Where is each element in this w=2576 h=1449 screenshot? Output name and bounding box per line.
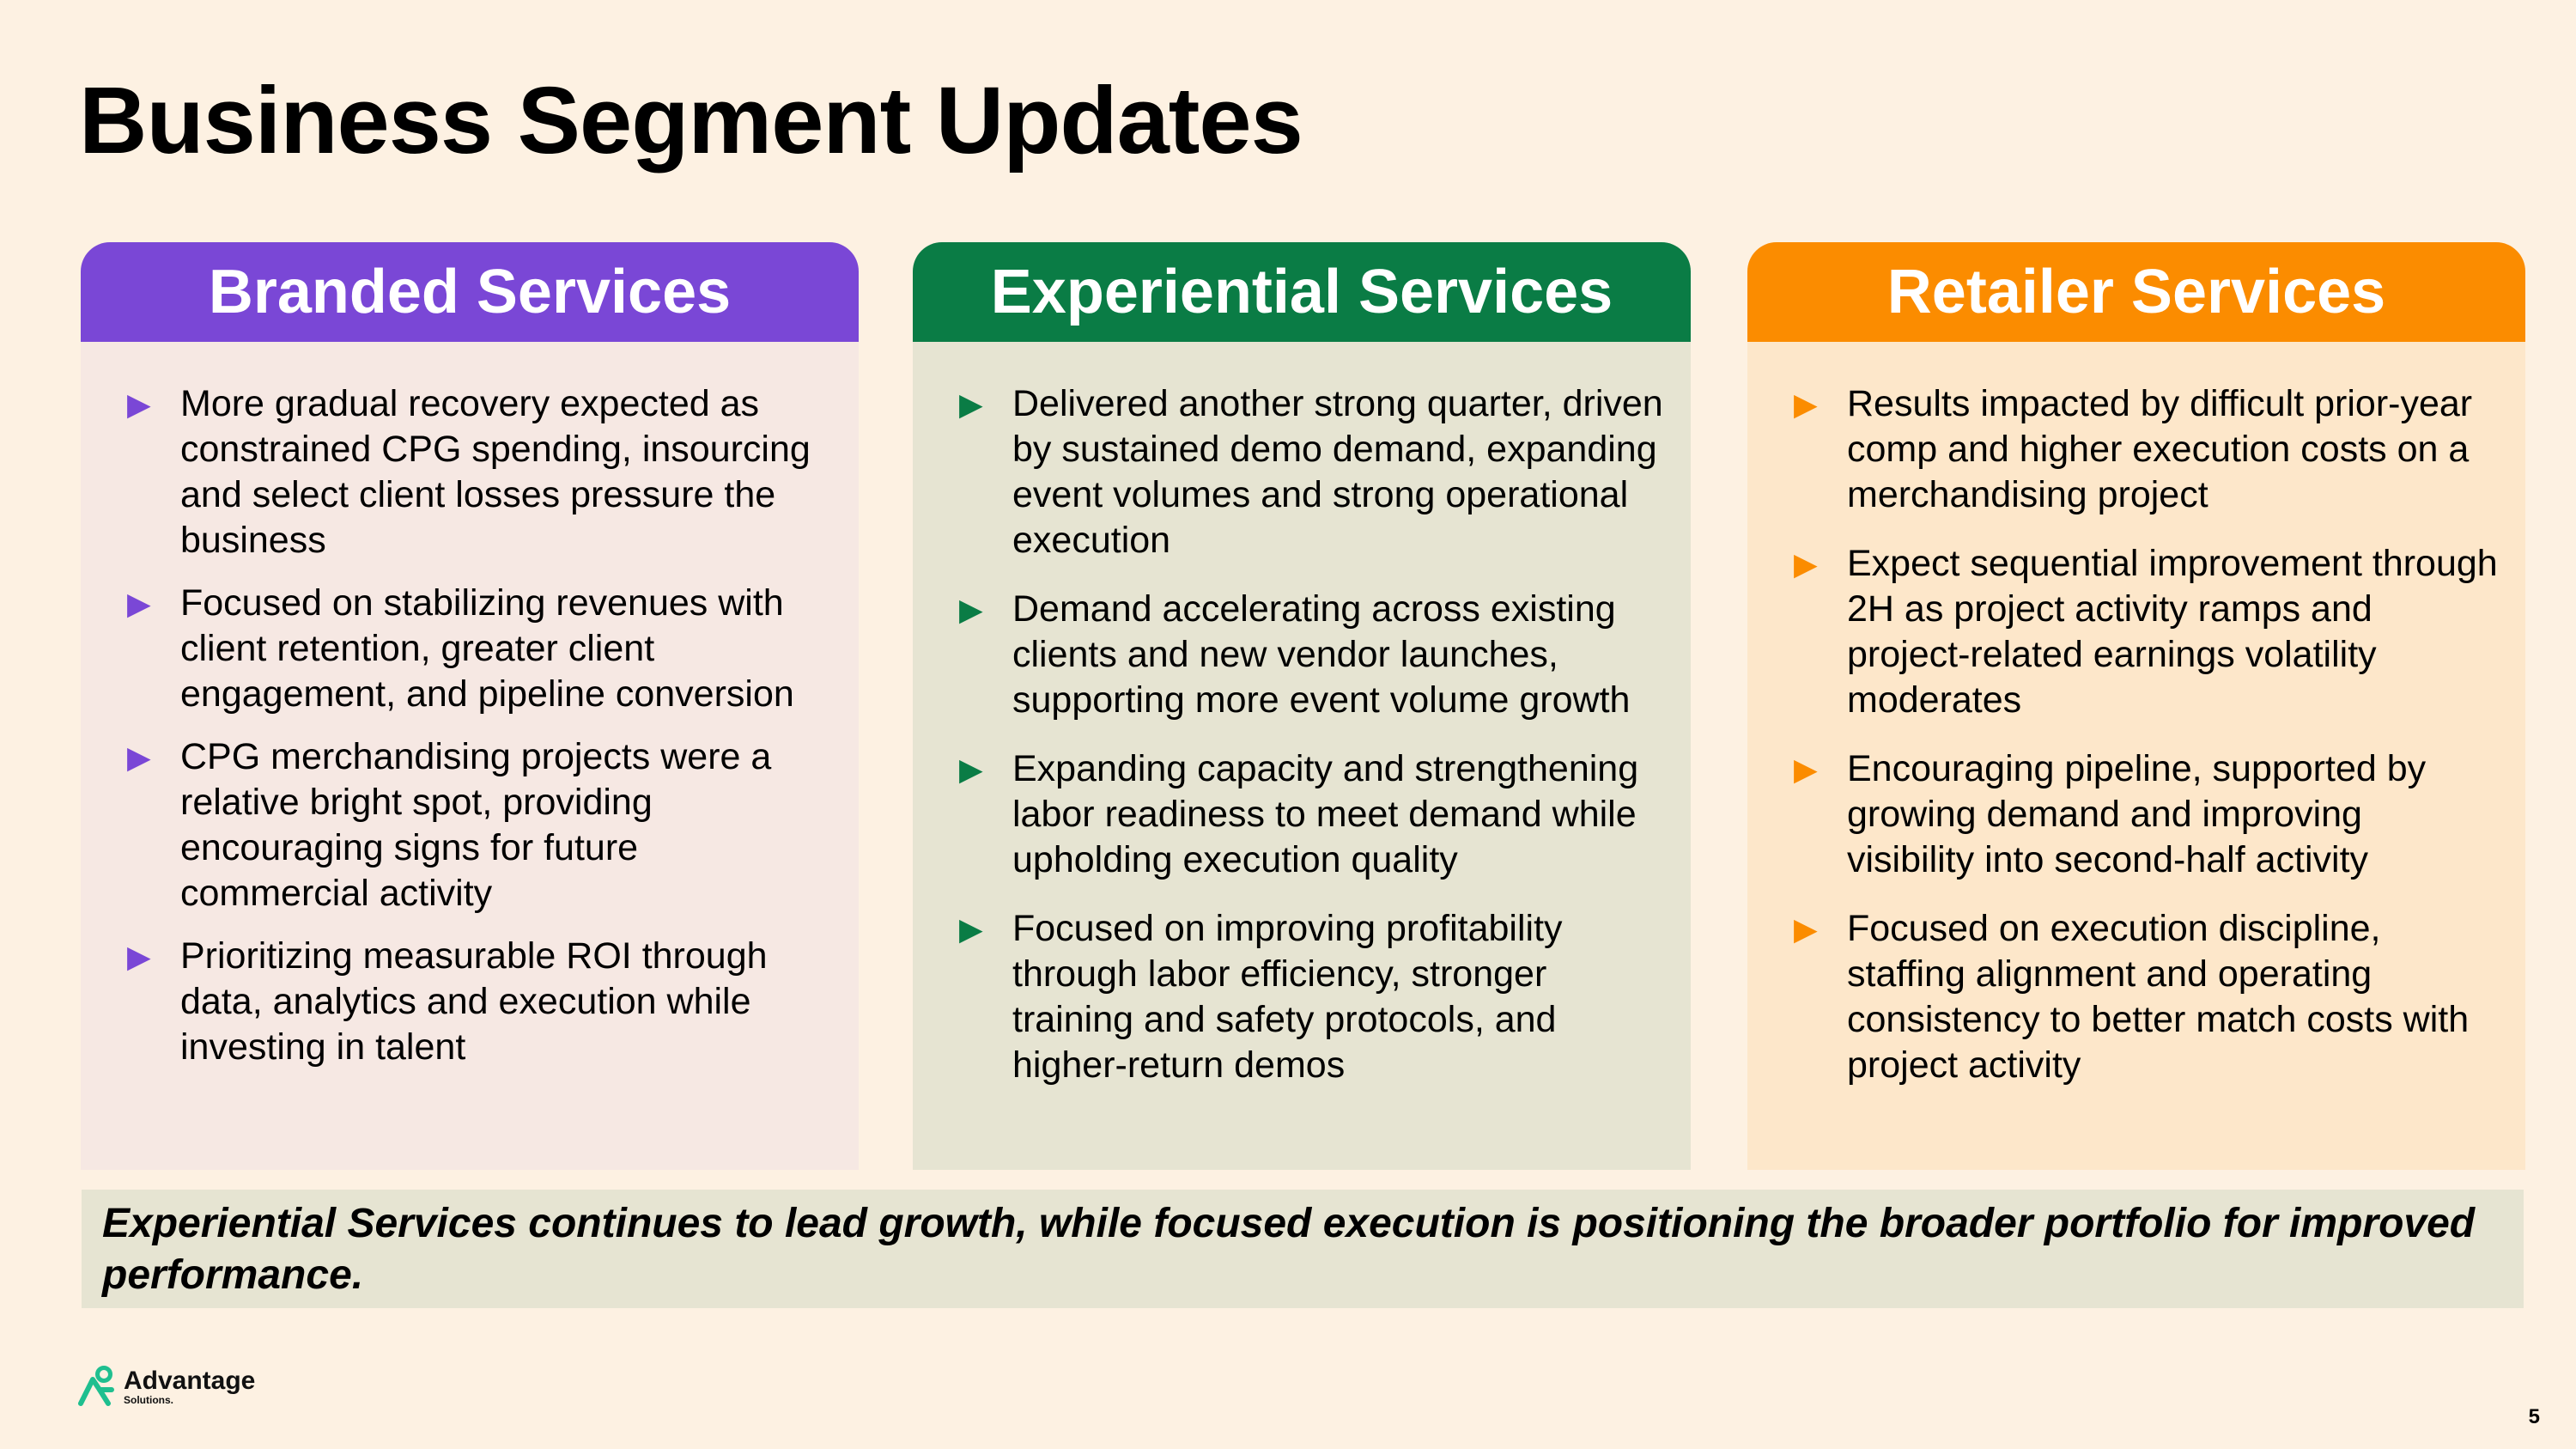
bullet-text: Expect sequential improvement through 2H… <box>1847 543 2498 721</box>
triangle-right-icon: ▶ <box>127 387 151 422</box>
bullet-item: ▶ Results impacted by difficult prior-ye… <box>1794 381 2500 518</box>
segment-retailer-services: Retailer Services ▶ Results impacted by … <box>1747 242 2525 1170</box>
triangle-right-icon: ▶ <box>959 752 983 787</box>
bullet-item: ▶ Focused on improving profitability thr… <box>959 906 1665 1088</box>
segment-body: ▶ Delivered another strong quarter, driv… <box>913 342 1691 1170</box>
bullet-item: ▶ Prioritizing measurable ROI through da… <box>127 934 833 1070</box>
bullet-item: ▶ Focused on execution discipline, staff… <box>1794 906 2500 1088</box>
bullet-text: Expanding capacity and strengthening lab… <box>1012 748 1639 880</box>
bullet-item: ▶ Expect sequential improvement through … <box>1794 541 2500 723</box>
triangle-right-icon: ▶ <box>1794 752 1818 787</box>
segment-branded-services: Branded Services ▶ More gradual recovery… <box>81 242 859 1170</box>
advantage-logo-icon <box>78 1366 114 1406</box>
bullet-item: ▶ Focused on stabilizing revenues with c… <box>127 581 833 717</box>
bullet-text: Delivered another strong quarter, driven… <box>1012 383 1663 561</box>
triangle-right-icon: ▶ <box>959 592 983 627</box>
logo-name: Advantage <box>124 1366 256 1395</box>
segment-header: Experiential Services <box>913 242 1691 342</box>
bullet-text: More gradual recovery expected as constr… <box>180 383 811 561</box>
bullet-item: ▶ More gradual recovery expected as cons… <box>127 381 833 563</box>
bullet-text: Encouraging pipeline, supported by growi… <box>1847 748 2427 880</box>
footer-note: Experiential Services continues to lead … <box>82 1190 2524 1308</box>
triangle-right-icon: ▶ <box>1794 387 1818 422</box>
bullet-item: ▶ CPG merchandising projects were a rela… <box>127 734 833 916</box>
bullet-item: ▶ Demand accelerating across existing cl… <box>959 587 1665 723</box>
triangle-right-icon: ▶ <box>127 740 151 775</box>
triangle-right-icon: ▶ <box>127 939 151 974</box>
logo-subtitle: Solutions. <box>124 1393 173 1406</box>
triangle-right-icon: ▶ <box>127 586 151 621</box>
triangle-right-icon: ▶ <box>1794 911 1818 947</box>
company-logo: Advantage Solutions. <box>77 1366 255 1407</box>
segment-header: Retailer Services <box>1747 242 2525 342</box>
bullet-item: ▶ Expanding capacity and strengthening l… <box>959 746 1665 883</box>
bullet-text: Focused on improving profitability throu… <box>1012 908 1563 1086</box>
page-number: 5 <box>2528 1405 2540 1428</box>
bullet-text: Focused on execution discipline, staffin… <box>1847 908 2470 1086</box>
bullet-text: CPG merchandising projects were a relati… <box>180 736 772 914</box>
bullet-text: Focused on stabilizing revenues with cli… <box>180 582 794 715</box>
segment-experiential-services: Experiential Services ▶ Delivered anothe… <box>913 242 1691 1170</box>
triangle-right-icon: ▶ <box>959 387 983 422</box>
page-title: Business Segment Updates <box>79 68 1303 174</box>
bullet-item: ▶ Delivered another strong quarter, driv… <box>959 381 1665 563</box>
segment-body: ▶ Results impacted by difficult prior-ye… <box>1747 342 2525 1170</box>
bullet-text: Demand accelerating across existing clie… <box>1012 588 1631 721</box>
triangle-right-icon: ▶ <box>1794 546 1818 581</box>
segment-body: ▶ More gradual recovery expected as cons… <box>81 342 859 1170</box>
segment-header: Branded Services <box>81 242 859 342</box>
bullet-item: ▶ Encouraging pipeline, supported by gro… <box>1794 746 2500 883</box>
triangle-right-icon: ▶ <box>959 911 983 947</box>
bullet-text: Prioritizing measurable ROI through data… <box>180 935 768 1068</box>
bullet-text: Results impacted by difficult prior-year… <box>1847 383 2473 515</box>
